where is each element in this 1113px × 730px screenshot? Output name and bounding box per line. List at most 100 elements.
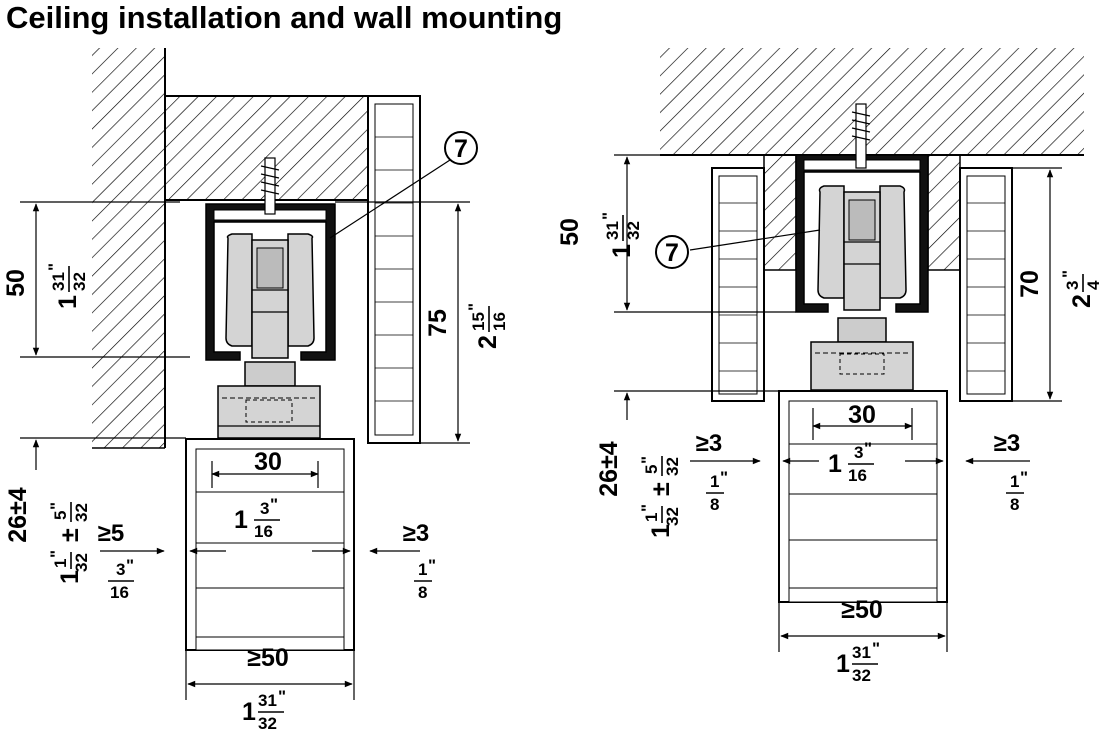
svg-text:2: 2 [474,335,502,349]
svg-text:32: 32 [852,666,871,685]
svg-text:": " [47,502,66,510]
svg-text:": " [864,439,872,458]
svg-text:1: 1 [608,244,636,258]
svg-text:1: 1 [56,570,84,584]
right-dim-gap-inch: 1 1 " 32 ± 5 " 32 [638,456,682,538]
left-wall [92,48,165,448]
svg-text:8: 8 [418,583,427,602]
right-side-panel-left [711,167,765,402]
svg-text:32: 32 [258,714,277,730]
svg-text:16: 16 [848,466,867,485]
svg-text:±: ± [56,528,84,542]
svg-text:": " [872,639,880,658]
left-drawing: 7 50 1 31 " [2,48,509,730]
svg-text:1: 1 [836,650,850,678]
svg-text:32: 32 [663,457,682,476]
left-dim-width-inch: 1 3 " 16 [234,495,280,541]
left-dim-width: 30 [254,448,282,476]
svg-text:1: 1 [828,450,842,478]
right-dim-height: 50 [556,218,584,246]
svg-text:1: 1 [51,559,70,568]
svg-text:3: 3 [1063,281,1082,290]
right-dim-height-inch: 1 31 " 32 [599,212,643,258]
svg-text:32: 32 [70,272,89,291]
svg-text:16: 16 [254,522,273,541]
right-screw [851,103,871,169]
right-side-panel-right [959,167,1013,402]
svg-text:31: 31 [603,221,622,240]
left-dim-rail: 75 [424,309,452,337]
svg-text:32: 32 [72,503,91,522]
svg-text:1: 1 [54,295,82,309]
left-dim-gap: 26±4 [4,487,32,543]
svg-text:16: 16 [490,312,509,331]
svg-text:3: 3 [854,443,863,462]
right-dim-panel-inch: 2 3 " 4 [1059,270,1103,308]
svg-text:1: 1 [1010,472,1019,491]
svg-text:3: 3 [260,499,269,518]
svg-text:": " [45,263,64,271]
svg-text:15: 15 [469,312,488,331]
svg-text:": " [1020,468,1028,487]
page-title: Ceiling installation and wall mounting [6,0,563,35]
svg-text:32: 32 [624,221,643,240]
right-dim-width-inch: 1 3 " 16 [828,439,874,485]
svg-text:31: 31 [49,272,68,291]
svg-text:": " [638,504,657,512]
left-screw [260,157,280,215]
right-callout: 7 [655,229,821,269]
left-dim-door: ≥50 [247,644,289,672]
svg-text:4: 4 [1084,280,1103,290]
svg-text:1: 1 [710,472,719,491]
right-dimension-lines [614,154,1062,652]
svg-text:32: 32 [72,553,91,572]
svg-text:1: 1 [418,560,427,579]
svg-text:": " [126,556,134,575]
left-callout-number: 7 [454,135,468,163]
svg-text:": " [270,495,278,514]
left-side-panel [367,95,421,444]
left-dim-left-clear: ≥5 [98,520,125,547]
svg-text:1: 1 [647,524,675,538]
left-dim-left-clear-inch: 3 " 16 [108,556,134,602]
svg-text:": " [278,687,286,706]
right-ceiling [660,48,1084,155]
svg-text:31: 31 [852,643,871,662]
svg-text:31: 31 [258,691,277,710]
right-dim-panel: 70 [1016,270,1044,298]
left-dim-height: 50 [2,269,30,297]
left-dim-door-inch: 1 31 " 32 [242,687,286,730]
right-dim-right-clear-inch: 1 " 8 [1006,468,1028,514]
right-dim-gap: 26±4 [595,441,623,497]
svg-text:": " [720,468,728,487]
svg-text:5: 5 [642,465,661,474]
right-dim-width: 30 [848,401,876,429]
left-dim-gap-inch: 1 1 " 32 ± 5 " 32 [47,502,91,584]
right-drawing: 7 50 1 31 " [556,48,1103,685]
svg-text:1: 1 [642,513,661,522]
right-dim-left-clear: ≥3 [696,430,723,457]
svg-text:": " [465,303,484,311]
left-carriage [217,233,321,439]
svg-text:": " [1059,270,1078,278]
left-callout: 7 [329,131,478,239]
right-dim-door-inch: 1 31 " 32 [836,639,880,685]
svg-text:±: ± [647,482,675,496]
right-carriage [810,185,914,391]
left-dim-right-clear: ≥3 [403,520,430,547]
right-mounting-block-left [763,154,797,271]
svg-text:1: 1 [242,698,256,726]
right-dim-door: ≥50 [841,596,883,624]
left-dim-rail-inch: 2 15 " 16 [465,303,509,349]
svg-text:": " [428,556,436,575]
svg-text:8: 8 [710,495,719,514]
right-callout-number: 7 [665,239,679,267]
svg-text:": " [638,456,657,464]
left-dim-height-inch: 1 31 " 32 [45,263,89,309]
svg-text:16: 16 [110,583,129,602]
left-dimension-lines [20,201,470,700]
svg-text:8: 8 [1010,495,1019,514]
right-dim-right-clear: ≥3 [994,430,1021,457]
right-mounting-block-right [927,154,961,271]
